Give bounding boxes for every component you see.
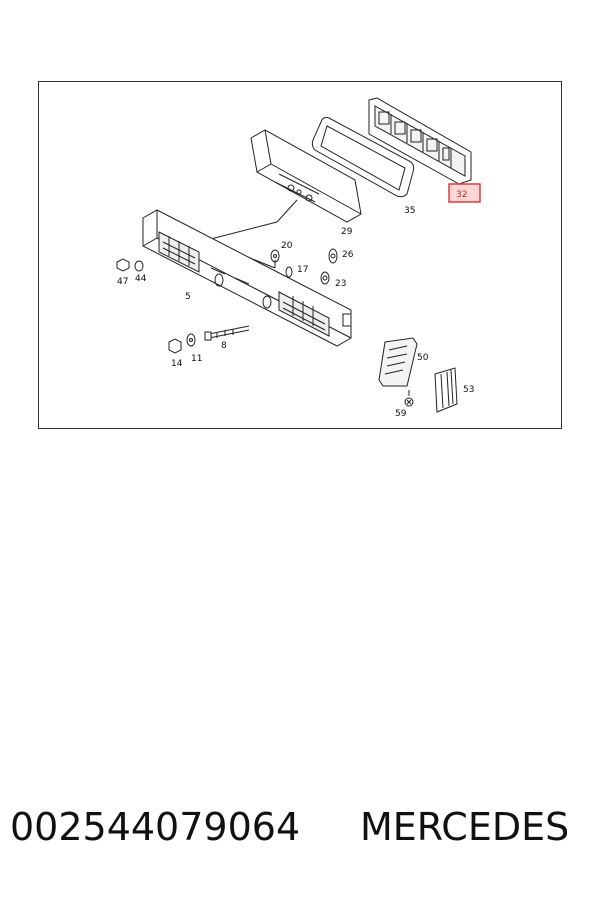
footer-caption: 002544079064 MERCEDES [10,805,595,865]
part-50-reflector[interactable] [378,337,418,387]
callout-59[interactable]: 59 [395,409,407,419]
part-23-socket[interactable] [320,271,330,285]
callout-20[interactable]: 20 [281,241,293,251]
callout-44[interactable]: 44 [135,274,147,284]
part-59-screw[interactable] [404,390,414,407]
callout-26[interactable]: 26 [342,250,354,260]
part-47-nut[interactable] [116,258,130,272]
part-32-housing[interactable] [368,97,472,185]
part-11-washer[interactable] [186,333,196,347]
brand-name: MERCEDES [360,805,570,849]
callout-17[interactable]: 17 [297,265,308,275]
callout-8[interactable]: 8 [221,341,227,351]
part-8-stud[interactable] [204,325,250,341]
part-53-cover[interactable] [434,367,458,413]
callout-35[interactable]: 35 [404,206,415,216]
callout-47[interactable]: 47 [117,277,128,287]
part-5-carrier[interactable] [142,209,352,347]
callout-23[interactable]: 23 [335,279,346,289]
part-14-nut[interactable] [168,338,182,354]
exploded-parts-diagram: 32 35 29 20 26 17 23 47 44 5 8 14 11 50 … [116,97,481,419]
callout-32[interactable]: 32 [456,190,467,200]
part-35-gasket[interactable] [311,117,415,198]
part-44-washer[interactable] [134,260,144,272]
callout-11[interactable]: 11 [191,354,202,364]
part-26-socket[interactable] [328,248,338,264]
callout-50[interactable]: 50 [417,353,429,363]
diagram-frame: 32 35 29 20 26 17 23 47 44 5 8 14 11 50 … [38,81,562,429]
part-29-lens[interactable] [250,129,362,223]
callout-53[interactable]: 53 [463,385,474,395]
highlight-box-32 [448,183,481,203]
callout-5[interactable]: 5 [185,292,191,302]
part-20-washer[interactable] [270,249,280,263]
part-number: 002544079064 [10,805,301,849]
callout-29[interactable]: 29 [341,227,353,237]
callout-14[interactable]: 14 [171,359,183,369]
part-17-clip[interactable] [285,266,293,278]
